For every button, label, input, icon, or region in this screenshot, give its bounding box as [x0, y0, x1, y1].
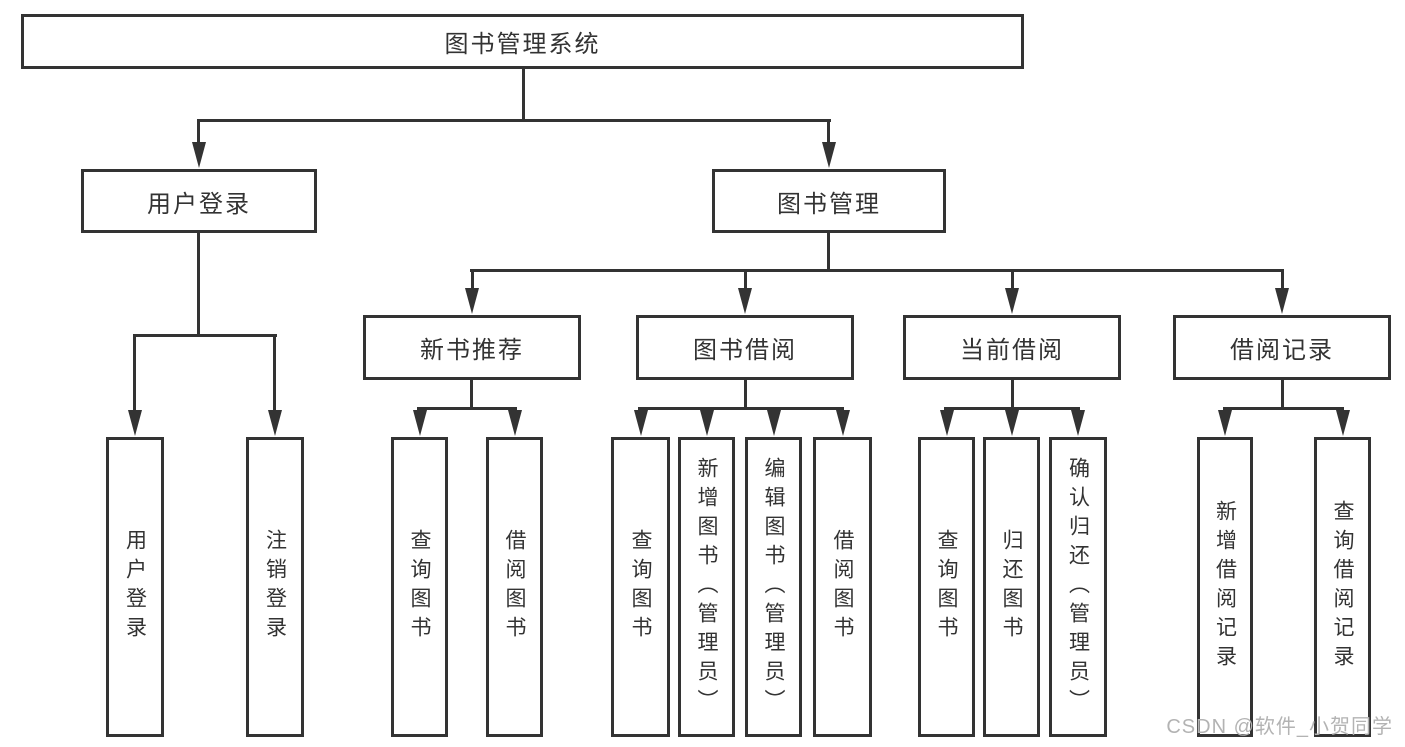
node-return-books: 归还图书	[983, 437, 1040, 737]
connector-bar	[944, 407, 1080, 410]
connector-drop	[133, 334, 136, 412]
node-borrowing-records: 借阅记录	[1173, 315, 1391, 380]
arrow-down-icon	[738, 288, 752, 314]
node-borrow-books-borrowing: 借阅图书	[813, 437, 872, 737]
connector-user-login-bar	[133, 334, 277, 337]
node-label: 确认归还（管理员）	[1066, 456, 1090, 718]
arrow-down-icon	[836, 410, 850, 436]
connector-bar	[417, 407, 517, 410]
node-label: 查询图书	[629, 529, 652, 645]
node-label: 查询图书	[408, 529, 431, 645]
connector-user-login-stem	[197, 233, 200, 337]
node-label: 借阅图书	[503, 529, 526, 645]
connector-stem	[744, 380, 747, 410]
node-label: 借阅记录	[1230, 337, 1334, 364]
node-borrow-books-recommend: 借阅图书	[486, 437, 543, 737]
connector-level3-bar	[470, 269, 1284, 272]
node-label: 查询借阅记录	[1331, 500, 1354, 674]
node-library-management-system: 图书管理系统	[21, 14, 1024, 69]
connector-stem	[1011, 380, 1014, 410]
node-label: 归还图书	[1000, 529, 1023, 645]
arrow-down-icon	[1336, 410, 1350, 436]
connector-bar	[638, 407, 844, 410]
node-book-management: 图书管理	[712, 169, 946, 233]
arrow-down-icon	[413, 410, 427, 436]
node-label: 当前借阅	[960, 337, 1064, 364]
node-book-borrowing: 图书借阅	[636, 315, 854, 380]
connector-drop	[1011, 269, 1014, 291]
arrow-down-icon	[465, 288, 479, 314]
node-label: 用户登录	[147, 190, 251, 218]
connector-drop	[197, 119, 200, 145]
node-label: 注销登录	[263, 529, 287, 645]
node-query-books-recommend: 查询图书	[391, 437, 448, 737]
arrow-down-icon	[940, 410, 954, 436]
node-label: 图书借阅	[693, 337, 797, 364]
node-edit-book-admin: 编辑图书（管理员）	[745, 437, 802, 737]
arrow-down-icon	[700, 410, 714, 436]
connector-book-mgmt-stem	[827, 233, 830, 272]
connector-bar	[1223, 407, 1344, 410]
arrow-down-icon	[508, 410, 522, 436]
arrow-down-icon	[1218, 410, 1232, 436]
node-user-login: 用户登录	[81, 169, 317, 233]
connector-level2-bar	[197, 119, 831, 122]
node-user-login-action: 用户登录	[106, 437, 164, 737]
arrow-down-icon	[1071, 410, 1085, 436]
arrow-down-icon	[1275, 288, 1289, 314]
node-query-borrow-record: 查询借阅记录	[1314, 437, 1371, 737]
node-new-book-recommendation: 新书推荐	[363, 315, 581, 380]
connector-drop	[744, 269, 747, 291]
node-confirm-return-admin: 确认归还（管理员）	[1049, 437, 1107, 737]
node-add-book-admin: 新增图书（管理员）	[678, 437, 735, 737]
arrow-down-icon	[268, 410, 282, 436]
node-label: 新书推荐	[420, 337, 524, 364]
arrow-down-icon	[1005, 410, 1019, 436]
node-label: 图书管理系统	[444, 31, 601, 58]
arrow-down-icon	[192, 142, 206, 168]
connector-stem	[470, 380, 473, 410]
node-label: 用户登录	[123, 529, 147, 645]
node-query-books-current: 查询图书	[918, 437, 975, 737]
node-label: 查询图书	[935, 529, 958, 645]
arrow-down-icon	[128, 410, 142, 436]
node-label: 新增图书（管理员）	[695, 456, 718, 718]
node-logout: 注销登录	[246, 437, 304, 737]
watermark-text: CSDN @软件_小贺同学	[1166, 716, 1393, 738]
arrow-down-icon	[767, 410, 781, 436]
connector-root-stem	[522, 69, 525, 122]
node-add-borrow-record: 新增借阅记录	[1197, 437, 1253, 737]
arrow-down-icon	[1005, 288, 1019, 314]
arrow-down-icon	[822, 142, 836, 168]
arrow-down-icon	[634, 410, 648, 436]
node-label: 借阅图书	[831, 529, 854, 645]
connector-drop	[471, 269, 474, 291]
node-label: 新增借阅记录	[1213, 500, 1237, 674]
connector-drop	[1281, 269, 1284, 291]
node-current-borrowing: 当前借阅	[903, 315, 1121, 380]
connector-drop	[827, 119, 830, 145]
node-label: 编辑图书（管理员）	[762, 456, 785, 718]
connector-stem	[1281, 380, 1284, 410]
node-query-books-borrowing: 查询图书	[611, 437, 670, 737]
node-label: 图书管理	[777, 190, 881, 218]
connector-drop	[273, 334, 276, 412]
